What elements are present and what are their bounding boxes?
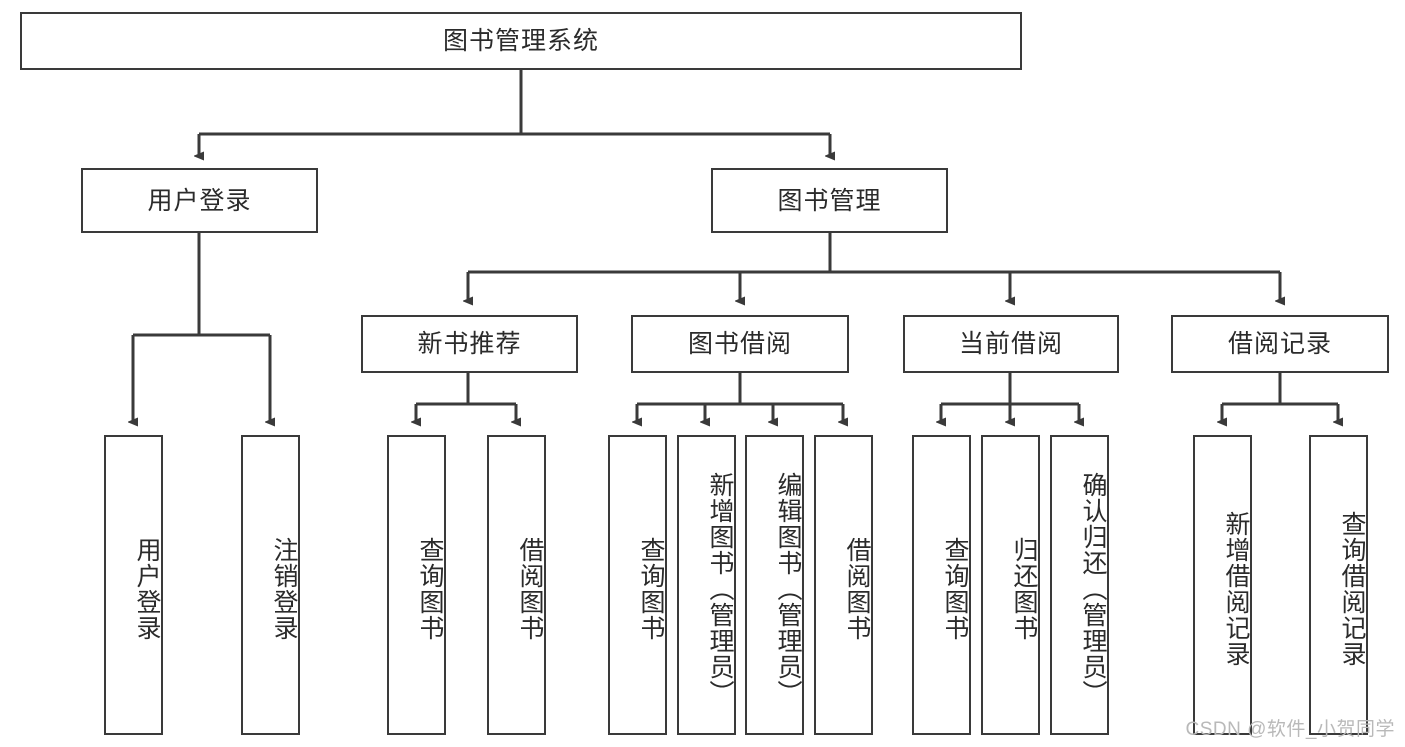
node-book-management-label: 图书管理 — [777, 186, 882, 215]
leaf-current-borrow-query-label: 查询图书 — [941, 537, 969, 641]
node-book-borrowing[interactable]: 图书借阅 — [631, 315, 849, 373]
node-book-borrowing-label: 图书借阅 — [687, 330, 792, 358]
node-root-system-label: 图书管理系统 — [442, 27, 599, 55]
leaf-user-login-signin[interactable]: 用户登录 — [104, 435, 163, 735]
node-new-book-recommendation[interactable]: 新书推荐 — [361, 315, 578, 373]
leaf-user-login-signout[interactable]: 注销登录 — [241, 435, 300, 735]
leaf-book-borrow-add[interactable]: 新增图书（管理员） — [677, 435, 736, 735]
node-borrow-records-label: 借阅记录 — [1227, 330, 1332, 358]
leaf-borrow-record-add[interactable]: 新增借阅记录 — [1193, 435, 1252, 735]
node-book-management[interactable]: 图书管理 — [711, 168, 948, 233]
leaf-borrow-record-query[interactable]: 查询借阅记录 — [1309, 435, 1368, 735]
node-user-login-label: 用户登录 — [147, 186, 252, 215]
node-current-borrowing-label: 当前借阅 — [958, 330, 1063, 358]
leaf-book-borrow-borrow-label: 借阅图书 — [843, 537, 871, 641]
leaf-book-borrow-query-label: 查询图书 — [637, 537, 665, 641]
node-new-book-recommendation-label: 新书推荐 — [417, 330, 522, 358]
node-borrow-records[interactable]: 借阅记录 — [1171, 315, 1389, 373]
leaf-book-borrow-add-label: 新增图书（管理员） — [706, 472, 734, 706]
node-current-borrowing[interactable]: 当前借阅 — [903, 315, 1119, 373]
csdn-watermark: CSDN @软件_小贺同学 — [1185, 719, 1395, 740]
leaf-book-borrow-borrow[interactable]: 借阅图书 — [814, 435, 873, 735]
node-user-login[interactable]: 用户登录 — [81, 168, 318, 233]
leaf-new-book-query[interactable]: 查询图书 — [387, 435, 446, 735]
leaf-book-borrow-edit-label: 编辑图书（管理员） — [774, 472, 802, 706]
leaf-current-borrow-return-label: 归还图书 — [1010, 537, 1038, 641]
leaf-borrow-record-query-label: 查询借阅记录 — [1338, 511, 1366, 667]
leaf-borrow-record-add-label: 新增借阅记录 — [1222, 511, 1250, 667]
leaf-current-borrow-confirm-return-label: 确认归还（管理员） — [1079, 472, 1107, 706]
leaf-current-borrow-return[interactable]: 归还图书 — [981, 435, 1040, 735]
leaf-book-borrow-edit[interactable]: 编辑图书（管理员） — [745, 435, 804, 735]
leaf-new-book-borrow[interactable]: 借阅图书 — [487, 435, 546, 735]
node-root-system[interactable]: 图书管理系统 — [20, 12, 1022, 70]
leaf-new-book-query-label: 查询图书 — [416, 537, 444, 641]
leaf-user-login-signin-label: 用户登录 — [133, 537, 161, 641]
leaf-current-borrow-confirm-return[interactable]: 确认归还（管理员） — [1050, 435, 1109, 735]
leaf-book-borrow-query[interactable]: 查询图书 — [608, 435, 667, 735]
leaf-new-book-borrow-label: 借阅图书 — [516, 537, 544, 641]
leaf-user-login-signout-label: 注销登录 — [270, 537, 298, 641]
leaf-current-borrow-query[interactable]: 查询图书 — [912, 435, 971, 735]
